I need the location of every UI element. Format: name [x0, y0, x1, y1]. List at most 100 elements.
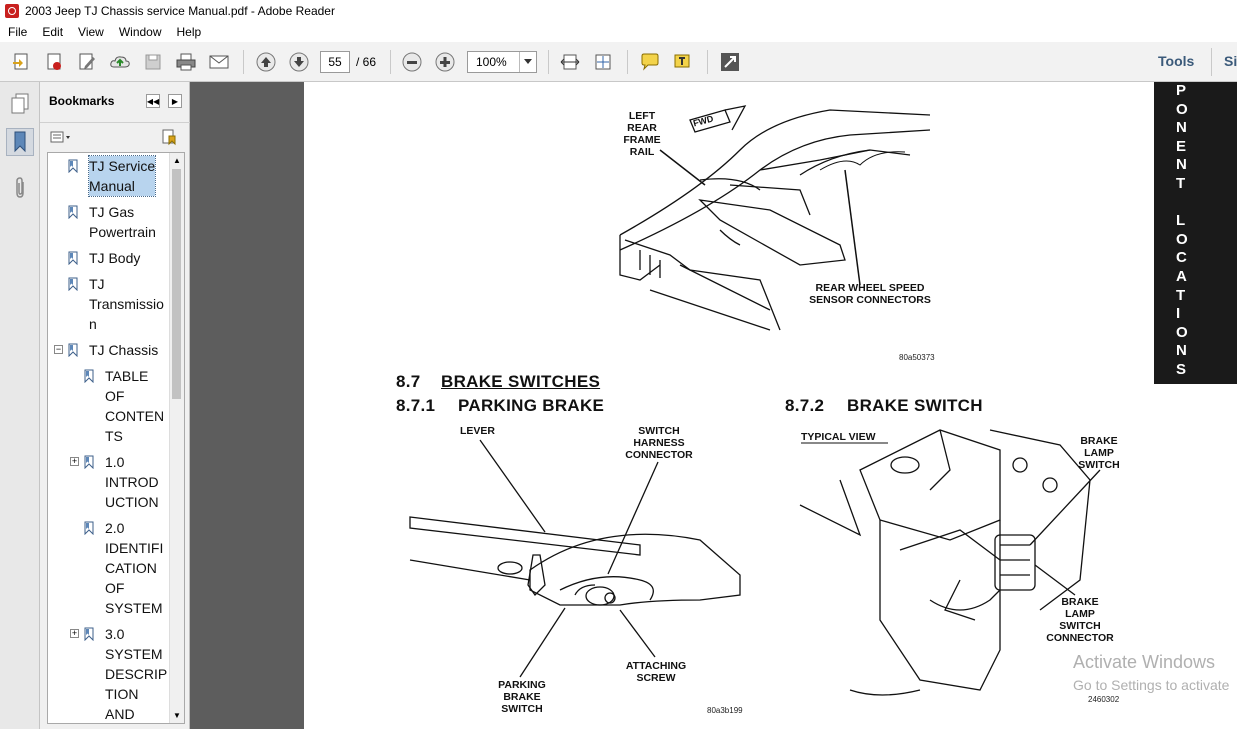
side-tab-letter: O	[1176, 100, 1188, 118]
page-number-input[interactable]: 55	[320, 51, 350, 73]
new-bookmark-icon[interactable]	[160, 128, 178, 146]
fit-page-icon[interactable]	[591, 50, 615, 74]
bookmark-item[interactable]: TJ Chassis	[89, 342, 159, 358]
highlight-icon[interactable]	[671, 50, 695, 74]
side-tab-letter: N	[1176, 119, 1187, 137]
create-pdf-icon[interactable]	[9, 50, 33, 74]
bookmark-icon	[84, 455, 94, 470]
bookmarks-toolbar	[40, 122, 190, 151]
fit-page-width-icon[interactable]	[558, 50, 582, 74]
side-tab-letter: N	[1176, 342, 1187, 360]
bookmark-icon	[68, 251, 78, 266]
menu-file[interactable]: File	[8, 25, 28, 39]
bookmark-icon	[68, 343, 78, 358]
side-tab-letter: I	[1176, 305, 1181, 323]
menu-bar: File Edit View Window Help	[0, 22, 1237, 42]
print-icon[interactable]	[174, 50, 198, 74]
figure-id-1: 80a50373	[899, 353, 935, 362]
activate-windows-hint: Go to Settings to activate	[1073, 677, 1230, 693]
side-tab-letter: T	[1176, 175, 1186, 192]
menu-window[interactable]: Window	[118, 25, 162, 39]
side-tab-letter: S	[1176, 361, 1187, 378]
section-number: 8.7	[396, 372, 421, 391]
collapse-panel-icon[interactable]: ◀◀	[146, 94, 160, 108]
brake-switch-drawing	[799, 429, 1091, 696]
next-page-icon[interactable]	[287, 50, 311, 74]
subsection-1-number: 8.7.1	[396, 396, 436, 415]
zoom-value: 100%	[476, 55, 507, 69]
sign-button[interactable]: Si	[1224, 53, 1237, 69]
zoom-in-icon[interactable]	[433, 50, 457, 74]
save-icon[interactable]	[141, 50, 165, 74]
adobe-reader-icon	[5, 4, 19, 18]
pdf-page[interactable]	[304, 82, 1237, 729]
comment-icon[interactable]	[638, 50, 662, 74]
attachments-icon[interactable]	[6, 174, 34, 202]
menu-help[interactable]: Help	[176, 25, 202, 39]
expand-icon[interactable]	[718, 50, 742, 74]
scroll-up-icon[interactable]: ▲	[173, 156, 181, 165]
bookmark-icon	[68, 159, 78, 174]
label-typical-view: TYPICAL VIEW	[801, 431, 876, 443]
page-illustrations	[409, 105, 1101, 696]
bookmarks-header: Bookmarks	[49, 94, 115, 108]
tools-button[interactable]: Tools	[1158, 53, 1195, 69]
bookmarks-scrollbar[interactable]: ▲ ▼	[169, 153, 184, 723]
collapse-icon[interactable]: −	[54, 344, 63, 354]
page-total: / 66	[356, 55, 377, 69]
close-panel-icon[interactable]: ▶	[168, 94, 182, 108]
edit-pdf-icon[interactable]	[75, 50, 99, 74]
navigation-rail	[0, 82, 40, 729]
parking-brake-drawing	[409, 516, 741, 606]
figure-id-2: 80a3b199	[707, 706, 743, 715]
bookmark-icon	[84, 369, 94, 384]
page-thumbnails-icon[interactable]	[6, 90, 34, 118]
menu-view[interactable]: View	[78, 25, 104, 39]
window-title: 2003 Jeep TJ Chassis service Manual.pdf …	[25, 4, 335, 18]
frame-rail-drawing	[619, 109, 931, 331]
email-icon[interactable]	[207, 50, 231, 74]
activate-windows-title: Activate Windows	[1073, 652, 1216, 672]
expand-icon[interactable]: +	[70, 456, 79, 466]
toolbar: 55 / 66 100% Tools Si	[0, 42, 1237, 82]
side-tab-letter: N	[1176, 156, 1187, 174]
cloud-upload-icon[interactable]	[108, 50, 132, 74]
scroll-down-icon[interactable]: ▼	[173, 711, 181, 720]
previous-page-icon[interactable]	[254, 50, 278, 74]
chevron-down-icon[interactable]	[519, 52, 536, 72]
expand-icon[interactable]: +	[70, 628, 79, 638]
zoom-select[interactable]: 100%	[467, 51, 537, 73]
side-tab-letter: O	[1176, 323, 1188, 341]
fwd-arrow	[689, 105, 747, 133]
options-menu-icon[interactable]	[50, 130, 74, 144]
create-pdf-red-icon[interactable]	[42, 50, 66, 74]
title-bar: 2003 Jeep TJ Chassis service Manual.pdf …	[0, 0, 1237, 22]
bookmark-item[interactable]: TJ Body	[89, 250, 141, 266]
subsection-2-title: BRAKE SWITCH	[847, 396, 983, 415]
zoom-out-icon[interactable]	[400, 50, 424, 74]
scroll-thumb[interactable]	[172, 169, 181, 399]
side-tab-letter: P	[1176, 82, 1187, 99]
bookmarks-panel-icon[interactable]	[6, 128, 34, 156]
side-tab-letter: L	[1176, 212, 1186, 230]
menu-edit[interactable]: Edit	[42, 25, 64, 39]
subsection-2-number: 8.7.2	[785, 396, 825, 415]
bookmark-icon	[84, 521, 94, 536]
bookmark-icon	[84, 627, 94, 642]
